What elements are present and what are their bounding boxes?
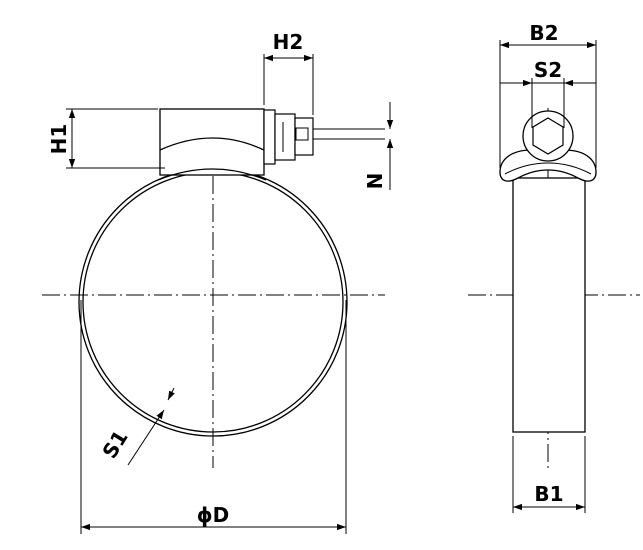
front-view: H2 H1 N S1 ϕD	[42, 30, 394, 534]
s2-dimension: S2	[500, 58, 596, 128]
b2-label: B2	[529, 21, 558, 45]
h2-label: H2	[273, 30, 304, 54]
b1-label: B1	[534, 482, 563, 506]
s2-label: S2	[534, 58, 562, 82]
d-label: ϕD	[197, 503, 230, 527]
s1-label: S1	[97, 426, 132, 463]
screw-housing	[157, 108, 385, 181]
h1-label: H1	[47, 124, 71, 155]
n-label: N	[363, 173, 387, 190]
band-side	[512, 177, 586, 433]
housing-side	[499, 149, 597, 182]
b2-dimension: B2	[499, 21, 597, 168]
side-view: B2 S2 B1	[468, 21, 640, 513]
h1-dimension: H1	[47, 108, 165, 169]
d-dimension: ϕD	[80, 300, 347, 534]
b1-dimension: B1	[512, 436, 586, 513]
hex-socket-icon	[532, 117, 564, 155]
h2-dimension: H2	[263, 30, 314, 115]
n-dimension: N	[363, 102, 394, 190]
